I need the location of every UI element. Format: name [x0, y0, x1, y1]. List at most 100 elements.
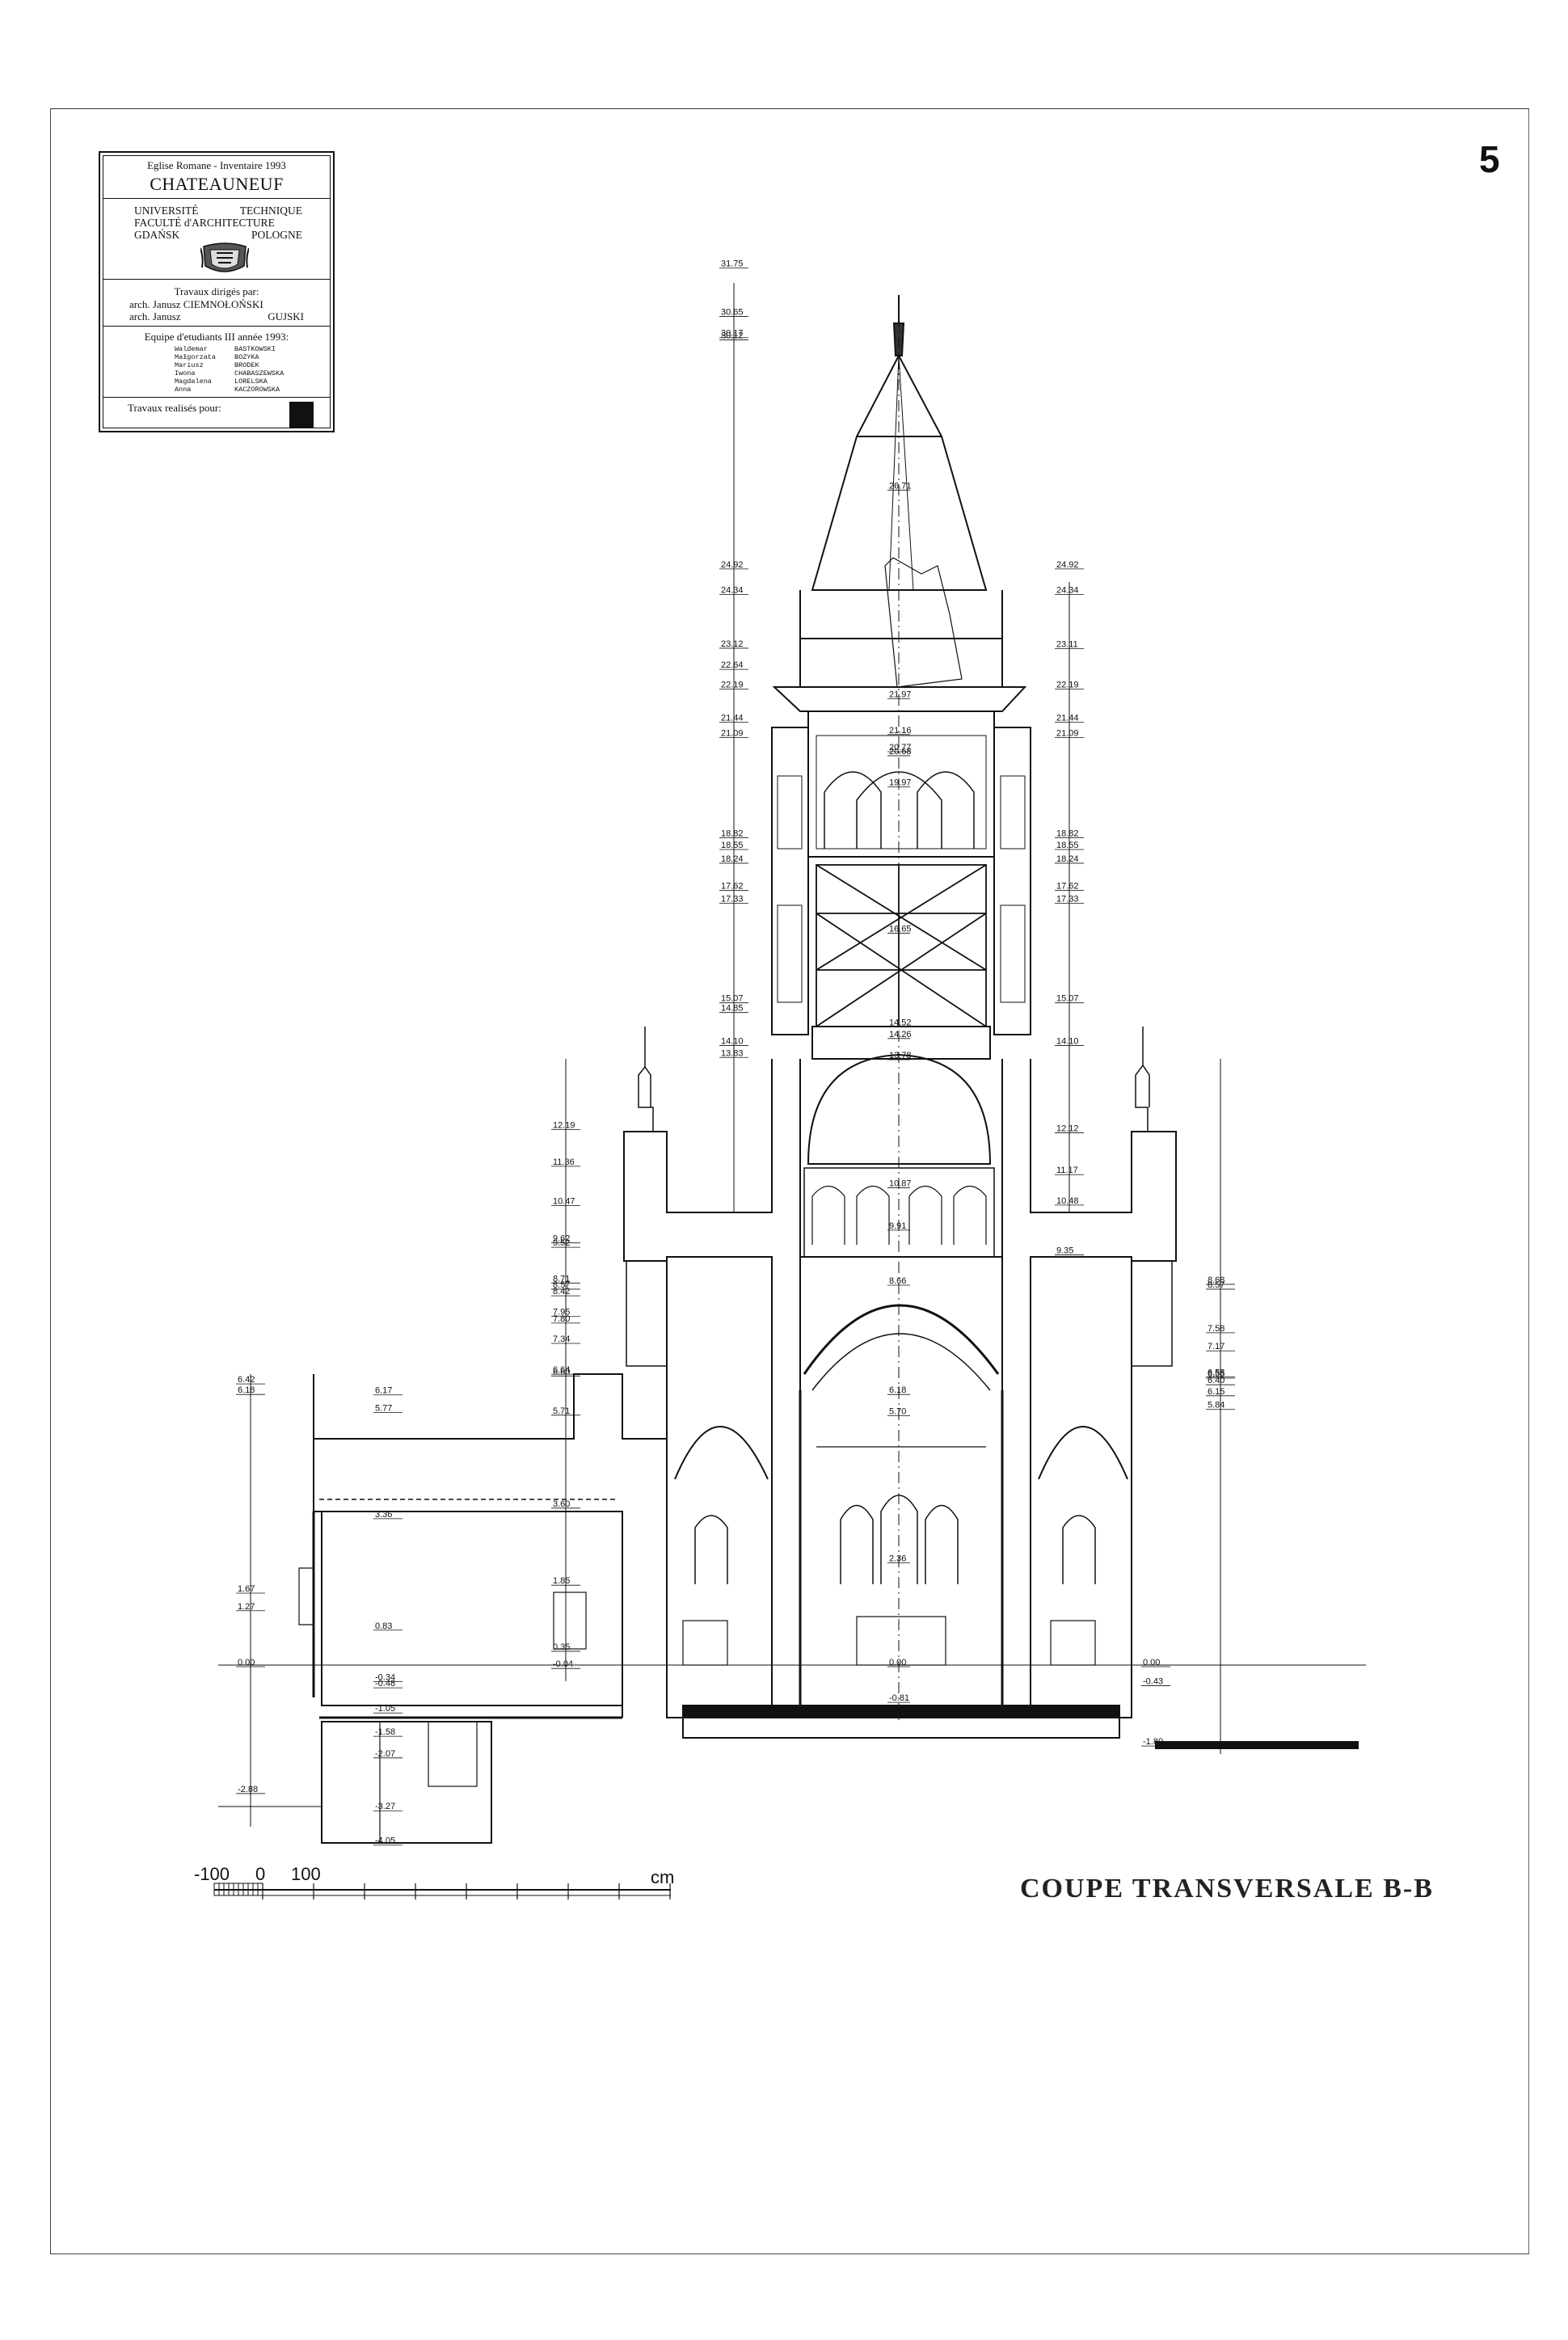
- level-center-label: 16.65: [889, 925, 912, 934]
- level-left-label: 14.10: [721, 1037, 744, 1047]
- sponsor-logo: [289, 402, 314, 428]
- level-left-label: 24.92: [721, 560, 744, 570]
- level-left-label: -1.05: [375, 1704, 395, 1714]
- level-right-label: 17.33: [1056, 895, 1079, 904]
- level-center-label: 10.87: [889, 1179, 912, 1189]
- scale-label-right: 100: [291, 1864, 321, 1884]
- level-left-label: -2.07: [375, 1749, 395, 1759]
- level-right-label: 14.10: [1056, 1037, 1079, 1047]
- level-center-label: 6.18: [889, 1385, 906, 1395]
- level-left-label: 6.18: [238, 1385, 255, 1395]
- level-left-label: 30.12: [721, 331, 744, 340]
- level-left-label: 10.47: [553, 1196, 575, 1206]
- level-center-label: 2.36: [889, 1554, 906, 1563]
- student-last-6: KACZOROWSKA: [234, 386, 280, 394]
- title-block: Eglise Romane - Inventaire 1993 CHATEAUN…: [99, 151, 335, 432]
- level-right-label: 7.58: [1208, 1324, 1224, 1334]
- level-right-label: 9.35: [1056, 1246, 1073, 1255]
- level-left-label: 1.85: [553, 1576, 570, 1586]
- level-left-label: 0.00: [238, 1658, 255, 1668]
- scale-bar: -100 0 100 cm: [194, 1864, 674, 1899]
- university-crest-icon: [200, 242, 249, 272]
- team-heading: Equipe d'etudiants III année 1993:: [144, 331, 289, 343]
- level-left-label: 6.42: [238, 1375, 255, 1385]
- student-last-4: CHABASZEWSKA: [234, 369, 285, 377]
- director-2-surname: GUJSKI: [268, 310, 304, 323]
- level-left-label: -4.05: [375, 1836, 395, 1846]
- level-right-label: 6.15: [1208, 1387, 1224, 1397]
- level-left-label: 5.77: [375, 1404, 392, 1414]
- level-right-label: 10.48: [1056, 1196, 1079, 1206]
- level-left-label: 6.60: [553, 1367, 570, 1377]
- level-right-label: 0.00: [1143, 1658, 1160, 1668]
- level-center-label: 14.26: [889, 1030, 912, 1039]
- level-center-label: 20.77: [889, 743, 912, 753]
- level-left-label: 6.64: [553, 1365, 570, 1375]
- level-left-label: 31.75: [721, 259, 744, 269]
- level-left-label: 24.34: [721, 585, 744, 595]
- level-left-label: 3.36: [375, 1510, 392, 1520]
- level-left-label: 22.19: [721, 681, 744, 690]
- level-right-label: 18.55: [1056, 841, 1079, 850]
- level-left-label: 17.33: [721, 895, 744, 904]
- level-left-label: -0.48: [375, 1679, 395, 1689]
- student-first-2: Małgorzata: [175, 353, 217, 361]
- level-center-label: -0.81: [889, 1693, 909, 1703]
- student-last-1: BASTKOWSKI: [234, 345, 276, 353]
- level-left-label: 30.17: [721, 329, 744, 339]
- level-left-label: 18.55: [721, 841, 744, 850]
- level-center-label: 21.97: [889, 690, 912, 700]
- level-center-label: 9.91: [889, 1221, 906, 1231]
- level-right-label: 17.62: [1056, 882, 1079, 892]
- sheet-frame: [50, 108, 1529, 2254]
- level-right-label: 8.57: [1208, 1280, 1224, 1290]
- level-left-label: 17.62: [721, 882, 744, 892]
- realised-for: Travaux realisés pour:: [128, 402, 221, 414]
- university-left-3: GDAŃSK: [134, 229, 180, 241]
- level-right-label: 23.11: [1056, 640, 1078, 650]
- scale-label-left: -100: [194, 1864, 230, 1884]
- level-left-label: 1.27: [238, 1602, 255, 1612]
- level-left-label: 18.82: [721, 828, 744, 838]
- level-right-label: -1.80: [1143, 1737, 1163, 1747]
- university-right-3: POLOGNE: [251, 229, 302, 241]
- level-right-label: 15.07: [1056, 994, 1079, 1004]
- level-left-label: 15.07: [721, 994, 744, 1004]
- level-right-label: 12.12: [1056, 1124, 1079, 1133]
- student-first-4: Iwona: [175, 369, 196, 377]
- level-left-label: 7.34: [553, 1334, 570, 1344]
- level-left-label: 21.09: [721, 729, 744, 739]
- drawing-caption: COUPE TRANSVERSALE B-B: [1020, 1874, 1434, 1904]
- level-center-label: 14.52: [889, 1018, 912, 1028]
- level-right-label: 6.58: [1208, 1368, 1224, 1377]
- student-last-3: BRODEK: [234, 361, 259, 369]
- level-left-label: 30.65: [721, 308, 744, 318]
- level-left-label: 7.95: [553, 1308, 570, 1318]
- level-left-label: -0.04: [553, 1659, 573, 1669]
- level-left-label: 21.44: [721, 714, 744, 723]
- level-left-label: 7.80: [553, 1314, 570, 1324]
- level-left-label: 5.71: [553, 1406, 570, 1416]
- level-left-label: 23.12: [721, 639, 744, 649]
- level-left-label: 13.83: [721, 1048, 744, 1058]
- level-right-label: -0.43: [1143, 1676, 1163, 1686]
- level-right-label: 24.34: [1056, 585, 1079, 595]
- level-left-label: 9.52: [553, 1238, 570, 1248]
- scale-unit: cm: [651, 1867, 674, 1887]
- nave-crossing: [623, 1027, 1177, 1718]
- student-last-2: BOZYKA: [234, 353, 259, 361]
- level-right-label: 18.24: [1056, 854, 1079, 864]
- student-last-5: LORELSKA: [234, 377, 268, 386]
- level-center-label: 13.78: [889, 1051, 912, 1060]
- level-right-label: 18.82: [1056, 828, 1079, 838]
- university-left-1: UNIVERSITÉ: [134, 204, 199, 217]
- level-left-label: 8.57: [553, 1280, 570, 1290]
- university-left-2: FACULTÉ d'ARCHITECTURE: [134, 217, 275, 229]
- level-right-label: 5.84: [1208, 1401, 1224, 1410]
- church-title: CHATEAUNEUF: [150, 174, 284, 194]
- level-right-label: 6.55: [1208, 1369, 1224, 1379]
- student-first-6: Anna: [175, 386, 192, 394]
- level-right-label: 21.44: [1056, 714, 1079, 723]
